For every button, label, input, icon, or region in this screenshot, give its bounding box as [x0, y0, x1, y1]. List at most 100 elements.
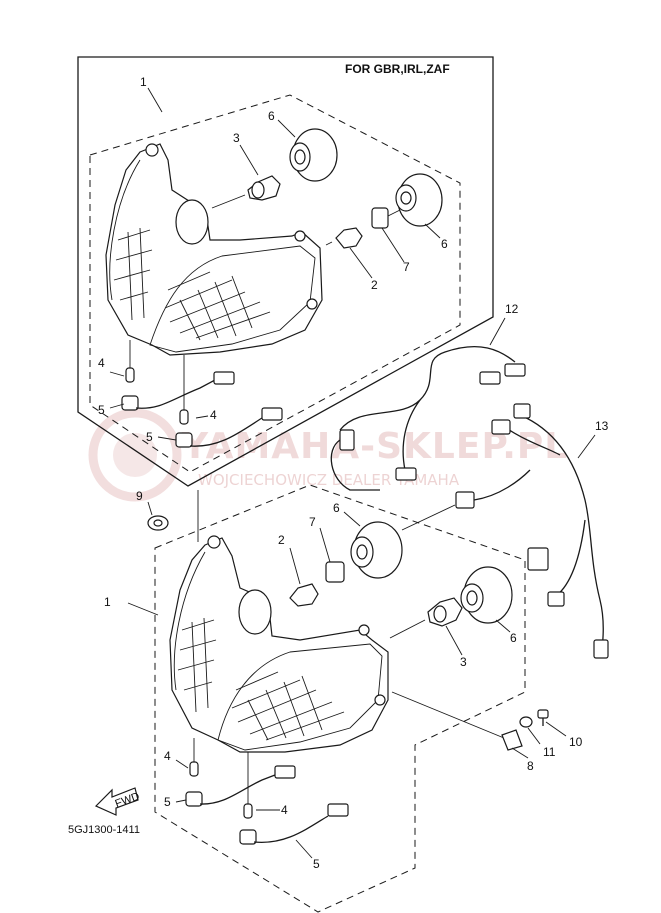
top-side-bulbs [121, 340, 283, 448]
callout-bot3-leader [445, 625, 463, 656]
harness-13-connector-f [455, 491, 475, 509]
callout-bot-1: 1 [104, 595, 111, 609]
callout-11: 11 [543, 745, 556, 759]
top-mount-tab [145, 143, 159, 157]
harness-12-loop [330, 439, 380, 491]
harness-12-connector-d [395, 467, 417, 481]
top-bulb-glass [251, 181, 265, 199]
wire-harness-13 [455, 403, 609, 659]
bottom-bulb-socket-rear [238, 589, 272, 635]
bottom-mount-tab [207, 535, 221, 549]
bottom-dust-cap-b-core [466, 590, 478, 606]
callout-top6a-leader [277, 119, 296, 138]
watermark-logo-center [113, 433, 157, 477]
bottom-side-hatching [177, 617, 217, 713]
top-bulb-socket [371, 207, 389, 229]
bottom-bulb3-leader [389, 619, 426, 639]
callout-top4a-leader [109, 371, 125, 377]
bottom-bracket-leader [391, 691, 505, 739]
callout-top-3: 3 [233, 131, 240, 145]
bottom-socket-a2 [239, 829, 257, 845]
harness-12-connector-a [479, 371, 501, 385]
harness-13-lead [473, 469, 531, 501]
grommet-9 [147, 515, 169, 531]
callout-top-5b: 5 [146, 430, 153, 444]
callout-bot-4b: 4 [281, 803, 288, 817]
callout-bot-5a: 5 [164, 795, 171, 809]
harness-13-connector-e [593, 639, 609, 659]
callout-bot1-leader [127, 602, 159, 616]
top-bulb-socket-rear [175, 199, 209, 245]
bottom-assembly-box [154, 484, 526, 913]
callout-top3-leader [239, 144, 259, 176]
top-socket-b-wire [189, 417, 263, 447]
callout-bot-6a: 6 [333, 501, 340, 515]
callout-10: 10 [569, 735, 583, 749]
callout-top7-leader [381, 227, 405, 263]
harness-13-branch-b [555, 519, 586, 597]
callout-bot-4a: 4 [164, 749, 171, 763]
top-socket-a [121, 395, 139, 411]
callout-top-6b: 6 [441, 237, 448, 251]
harness-13-connector-c [527, 547, 549, 571]
callout-top-1: 1 [140, 75, 147, 89]
bottom-headlight-assembly [169, 535, 389, 753]
harness-13-connector-d [547, 591, 565, 607]
bottom-cap-harness-leader [401, 504, 456, 531]
top-small-bulb-a [125, 367, 135, 383]
bottom-bulb-socket [325, 561, 345, 583]
top-housing-edge [109, 159, 141, 301]
callout-bot-7: 7 [309, 515, 316, 529]
callout-top-7: 7 [403, 260, 410, 274]
bottom-dust-cap-a-core [356, 544, 368, 560]
top-side-hatching [113, 227, 153, 321]
callout-13: 13 [595, 419, 609, 433]
top-socket-a-connector [213, 371, 235, 385]
callout-top-2: 2 [371, 278, 378, 292]
top-cap-6b [395, 173, 443, 227]
fwd-label: FWD [114, 790, 142, 810]
region-header: FOR GBR,IRL,ZAF [345, 62, 450, 76]
callout-bot-2: 2 [278, 533, 285, 547]
screw-10 [537, 709, 549, 726]
bottom-mount-tab-lower [374, 694, 386, 706]
callout-bot-6b: 6 [510, 631, 517, 645]
callout-bot-3: 3 [460, 655, 467, 669]
callout-top6b-leader [424, 223, 441, 239]
bottom-socket-7 [325, 561, 345, 583]
screw-head [537, 709, 549, 719]
top-position-bulb [335, 227, 363, 249]
callout-top5a-leader [109, 403, 125, 409]
top-headlight-assembly [105, 143, 323, 356]
top-bulb3-leader [211, 194, 246, 209]
harness-13-connector-a [513, 403, 531, 419]
bracket-8 [501, 729, 523, 751]
top-socket-a-wire [135, 379, 216, 409]
diagram-code: 5GJ1300-1411 [68, 824, 140, 836]
callout-bot7-leader [319, 527, 331, 563]
callout-top2-leader [349, 247, 373, 279]
top-small-bulb-b [179, 409, 189, 425]
callout-top-4a: 4 [98, 356, 105, 370]
bottom-bulb-3 [389, 597, 463, 639]
bottom-cap-6b [460, 566, 513, 624]
top-socket-7 [371, 207, 401, 229]
top-bulb2-leader [325, 241, 333, 246]
bottom-housing-edge [173, 551, 206, 691]
bottom-bulb-glass [433, 605, 447, 623]
washer-11 [519, 716, 533, 728]
callout-bot6a-leader [343, 511, 361, 527]
bottom-cap-6a [350, 521, 403, 579]
bottom-position-bulb [289, 583, 319, 607]
bottom-headlight-housing [169, 537, 389, 753]
callout-top-5a: 5 [98, 403, 105, 417]
bottom-headlight-lens [217, 643, 383, 751]
callout-8-leader [511, 747, 529, 759]
harness-13-main [519, 414, 604, 651]
bracket [501, 729, 523, 751]
callout-12-leader [489, 317, 506, 346]
callout-bot4a-leader [175, 759, 189, 769]
bottom-socket-a [185, 791, 203, 807]
callout-13-leader [577, 434, 596, 459]
callout-top5b-leader [157, 436, 177, 441]
